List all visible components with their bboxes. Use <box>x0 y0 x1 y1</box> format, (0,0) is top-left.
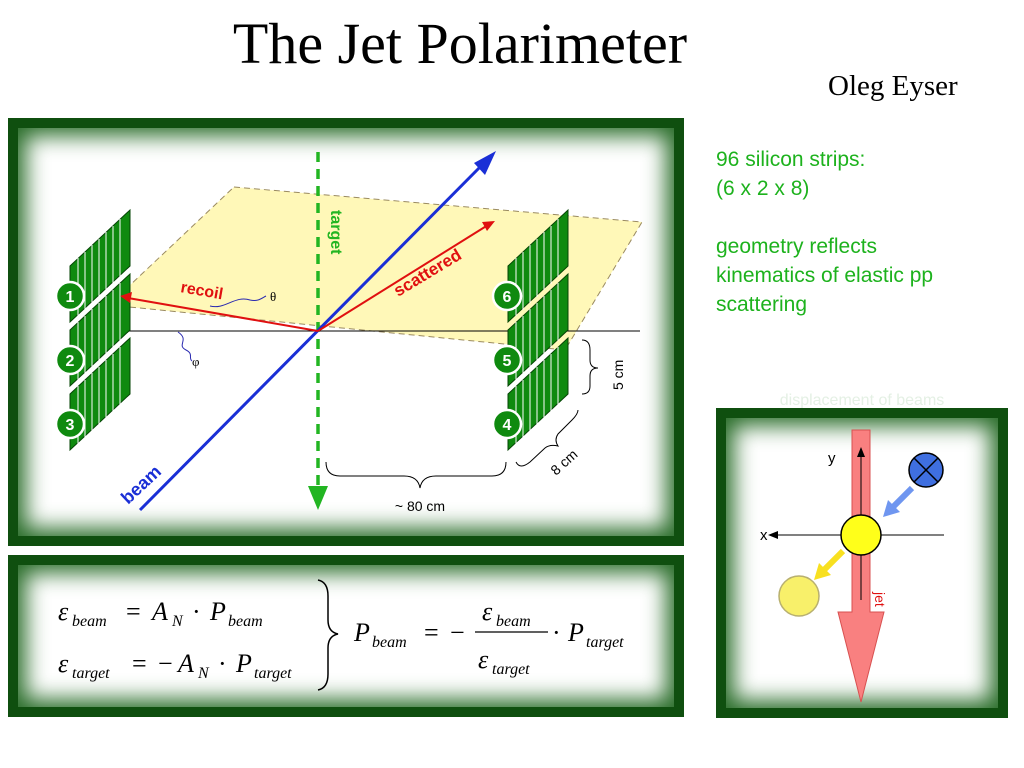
phi-leader <box>177 331 193 362</box>
beam-shift-arrowhead <box>883 500 900 517</box>
svg-text:ε: ε <box>58 597 69 626</box>
notes-text: 96 silicon strips: (6 x 2 x 8) geometry … <box>716 145 1016 319</box>
svg-text:beam: beam <box>496 613 531 630</box>
detector-label-2: 2 <box>54 344 86 376</box>
target-arrowhead <box>308 486 328 510</box>
detector-label-1: 1 <box>54 280 86 312</box>
beam-ball <box>908 452 944 488</box>
detector-label-6: 6 <box>491 280 523 312</box>
svg-text:=: = <box>424 618 439 647</box>
note-line: scattering <box>716 293 808 316</box>
scattered-arrow <box>317 224 489 332</box>
note-line: (6 x 2 x 8) <box>716 177 810 200</box>
svg-text:−: − <box>158 649 173 678</box>
svg-text:6: 6 <box>503 289 512 306</box>
svg-text:1: 1 <box>66 289 75 306</box>
svg-text:2: 2 <box>66 353 75 370</box>
svg-text:=: = <box>132 649 147 678</box>
slide-title: The Jet Polarimeter <box>232 11 688 76</box>
beam-arrow <box>138 161 486 512</box>
equation-epsilon-target: ε target = − A N · P target <box>58 649 292 682</box>
x-axis-label: x <box>760 527 768 544</box>
five-cm-label: 5 cm <box>610 360 626 390</box>
eighty-cm-brace <box>325 461 507 489</box>
target-label: target <box>327 210 344 255</box>
displaced-ball <box>778 575 820 617</box>
svg-text:·: · <box>552 618 561 647</box>
author-name: Oleg Eyser <box>828 70 958 102</box>
svg-text:·: · <box>192 597 201 626</box>
note-line: kinematics of elastic pp <box>716 264 934 287</box>
target-ball <box>840 514 882 556</box>
jet-label: jet <box>872 591 888 607</box>
svg-text:target: target <box>72 665 110 682</box>
svg-text:P: P <box>567 618 584 647</box>
five-cm-brace <box>581 339 599 395</box>
phi-label: φ <box>192 354 200 369</box>
note-line: 96 silicon strips: <box>716 148 866 171</box>
theta-leader <box>209 295 267 308</box>
svg-text:beam: beam <box>228 613 263 630</box>
eighty-cm-label: ~ 80 cm <box>395 498 445 514</box>
equation-epsilon-beam: ε beam = A N · P beam <box>58 597 263 630</box>
target-shift-arrow <box>821 548 846 573</box>
svg-text:A: A <box>150 597 168 626</box>
svg-text:A: A <box>176 649 194 678</box>
svg-text:beam: beam <box>72 613 107 630</box>
svg-text:ε: ε <box>478 645 489 674</box>
svg-text:target: target <box>586 634 624 651</box>
detector-label-4: 4 <box>491 408 523 440</box>
detector-label-3: 3 <box>54 408 86 440</box>
svg-text:4: 4 <box>503 417 512 434</box>
note-line: geometry reflects <box>716 235 878 258</box>
displacement-title: displacement of beams <box>779 392 945 409</box>
svg-text:·: · <box>218 649 227 678</box>
x-axis-arrowhead <box>768 531 778 539</box>
scattered-arrowhead <box>482 221 495 231</box>
svg-text:P: P <box>235 649 252 678</box>
eight-cm-brace <box>515 409 579 467</box>
svg-text:=: = <box>126 597 141 626</box>
svg-text:ε: ε <box>58 649 69 678</box>
svg-text:P: P <box>209 597 226 626</box>
detector-label-5: 5 <box>491 344 523 376</box>
y-axis-label: y <box>828 450 836 467</box>
beam-arrowhead <box>474 151 496 175</box>
equation-p-beam: P beam = − ε beam ε target · P target <box>353 597 624 678</box>
recoil-arrowhead <box>120 292 132 303</box>
svg-text:N: N <box>197 665 210 682</box>
beam-shift-arrow <box>890 485 915 510</box>
target-shift-arrowhead <box>814 563 831 580</box>
svg-text:beam: beam <box>372 634 407 651</box>
svg-text:N: N <box>171 613 184 630</box>
svg-text:5: 5 <box>503 353 512 370</box>
recoil-arrow <box>127 297 319 332</box>
svg-text:−: − <box>450 618 465 647</box>
theta-label: θ <box>270 289 276 304</box>
svg-text:target: target <box>254 665 292 682</box>
svg-text:ε: ε <box>482 597 493 626</box>
svg-text:P: P <box>353 618 370 647</box>
equations-panel <box>8 555 684 717</box>
y-axis-arrowhead <box>857 447 865 457</box>
svg-text:3: 3 <box>66 417 75 434</box>
svg-text:target: target <box>492 661 530 678</box>
equation-brace <box>317 579 339 691</box>
